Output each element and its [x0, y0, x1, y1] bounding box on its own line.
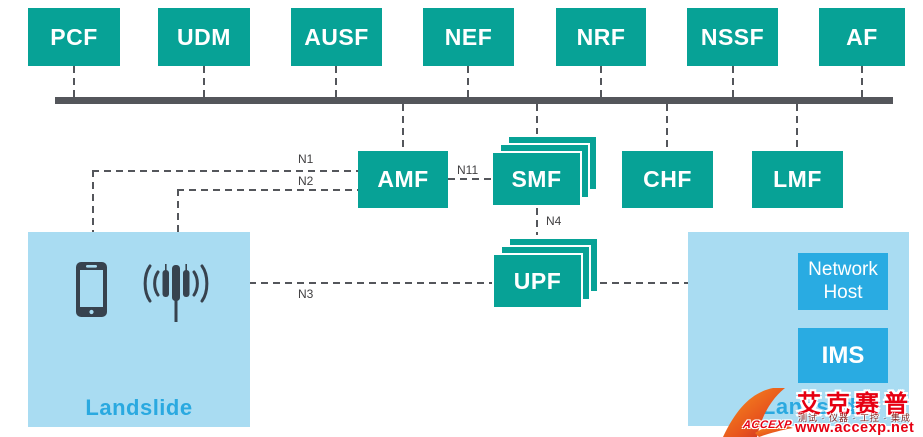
connector-bus-amf: [402, 104, 404, 150]
nf-box-nef: NEF: [423, 8, 514, 66]
connector-af-bus: [861, 66, 863, 97]
nf-box-lmf: LMF: [752, 151, 843, 208]
accexp-tagline: 测试 · 仪器 · 工控 · 集成: [798, 413, 911, 423]
iface-label-n4: N4: [546, 214, 562, 228]
connector-pcf-bus: [73, 66, 75, 97]
connector-n4: [536, 208, 538, 235]
connector-bus-chf: [666, 104, 668, 150]
iface-label-n2: N2: [298, 174, 314, 188]
connector-bus-lmf: [796, 104, 798, 150]
nf-stack-upf: UPF: [492, 237, 602, 312]
accexp-logo-icon: [723, 388, 793, 437]
iface-label-n1: N1: [298, 152, 314, 166]
nf-box-upf: UPF: [492, 253, 583, 309]
ims-box: IMS: [798, 328, 888, 383]
connector-nef-bus: [467, 66, 469, 97]
accexp-logo-text: ACCEXP: [742, 419, 793, 431]
nf-box-nrf: NRF: [556, 8, 646, 66]
site-panel-left: Landslide: [28, 232, 250, 427]
connector-n3-left: [213, 282, 492, 284]
connector-nrf-bus: [600, 66, 602, 97]
smartphone-icon: [76, 262, 107, 317]
connector-n1-vertical: [92, 170, 94, 250]
connector-n2-horizontal: [177, 189, 358, 191]
connector-udm-bus: [203, 66, 205, 97]
iface-label-n3: N3: [298, 287, 314, 301]
connector-nssf-bus: [732, 66, 734, 97]
nf-box-nssf: NSSF: [687, 8, 778, 66]
cell-tower-icon: [143, 264, 209, 322]
nf-box-pcf: PCF: [28, 8, 120, 66]
site-label-right: Landslide: [761, 394, 870, 419]
nf-box-udm: UDM: [158, 8, 250, 66]
accexp-brand-cn: 艾克赛普: [797, 391, 913, 418]
iface-label-n11: N11: [457, 163, 479, 177]
nf-box-ausf: AUSF: [291, 8, 382, 66]
accexp-url: www.accexp.net: [795, 420, 915, 436]
connector-ausf-bus: [335, 66, 337, 97]
nf-box-af: AF: [819, 8, 905, 66]
connector-n2-vertical: [177, 189, 179, 250]
nf-stack-smf: SMF: [491, 135, 601, 210]
nf-box-chf: CHF: [622, 151, 713, 208]
site-label-left: Landslide: [85, 395, 193, 420]
connector-n11: [448, 178, 491, 180]
connector-bus-smf: [536, 104, 538, 134]
service-bus-line: [55, 97, 893, 104]
accexp-watermark: ACCEXP 艾克赛普 测试 · 仪器 · 工控 · 集成 www.accexp…: [713, 383, 923, 437]
nf-box-amf: AMF: [358, 151, 448, 208]
connector-n1-horizontal: [92, 170, 358, 172]
nf-box-smf: SMF: [491, 151, 582, 207]
network-host-box: Network Host: [798, 253, 888, 310]
